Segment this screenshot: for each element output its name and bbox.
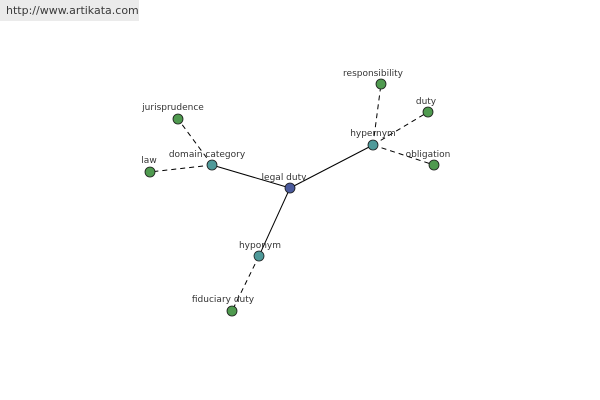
node-label-hypernym: hypernym bbox=[350, 129, 396, 139]
graph-nodes bbox=[144, 78, 440, 317]
node-label-legal-duty: legal duty bbox=[262, 173, 308, 183]
node-label-duty: duty bbox=[416, 97, 437, 107]
node-hyponym[interactable] bbox=[253, 250, 265, 262]
node-hypernym[interactable] bbox=[367, 139, 379, 151]
graph-edges bbox=[149, 83, 435, 312]
node-law[interactable] bbox=[144, 166, 156, 178]
source-url: http://www.artikata.com bbox=[0, 0, 139, 21]
node-label-law: law bbox=[141, 156, 156, 166]
node-fiduciary-duty[interactable] bbox=[226, 305, 238, 317]
graph-labels: legal duty domain category hypernym hyponym… bbox=[141, 69, 450, 305]
edge-domain-category-to-law bbox=[149, 164, 213, 173]
node-label-jurisprudence: jurisprudence bbox=[141, 103, 204, 113]
edge-hypernym-to-obligation bbox=[372, 144, 435, 166]
edge-hypernym-to-duty bbox=[372, 111, 429, 146]
edge-hypernym-to-responsibility bbox=[372, 83, 382, 146]
edge-hyponym-to-fiduciary-duty bbox=[231, 255, 260, 312]
node-jurisprudence[interactable] bbox=[172, 113, 184, 125]
node-label-fiduciary-duty: fiduciary duty bbox=[192, 295, 255, 305]
node-duty[interactable] bbox=[422, 106, 434, 118]
node-label-responsibility: responsibility bbox=[343, 69, 404, 79]
edge-domain-category-to-jurisprudence bbox=[177, 118, 213, 166]
node-label-obligation: obligation bbox=[406, 150, 451, 160]
node-label-hyponym: hyponym bbox=[239, 241, 281, 251]
edge-legal-duty-to-hyponym bbox=[258, 187, 291, 257]
edge-legal-duty-to-hypernym bbox=[289, 144, 374, 189]
node-domain-category[interactable] bbox=[206, 159, 218, 171]
node-legal-duty[interactable] bbox=[284, 182, 296, 194]
node-obligation[interactable] bbox=[428, 159, 440, 171]
node-label-domain-category: domain category bbox=[169, 150, 246, 160]
node-responsibility[interactable] bbox=[375, 78, 387, 90]
edge-legal-duty-to-domain-category bbox=[211, 164, 291, 189]
